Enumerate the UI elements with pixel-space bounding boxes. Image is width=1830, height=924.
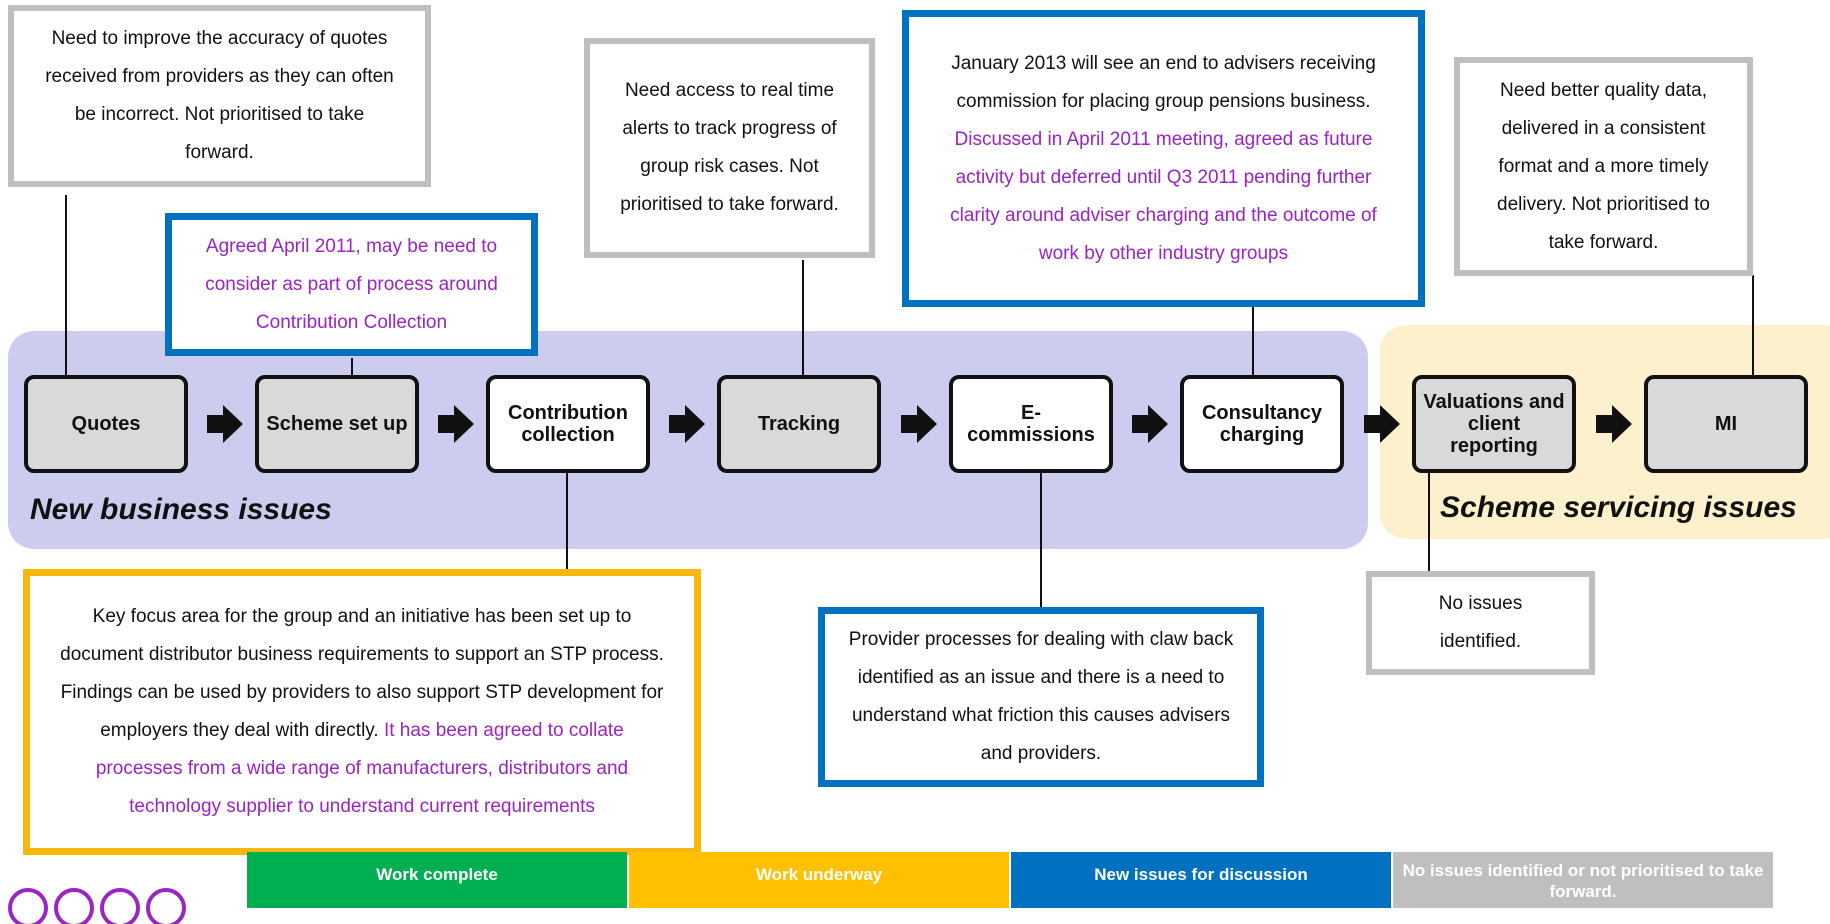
legend-new-issues: New issues for discussion	[1011, 852, 1391, 908]
tpc-logo	[8, 888, 186, 924]
note-contribution-collection: Key focus area for the group and an init…	[23, 569, 701, 855]
step-valuations-and-client-reporting: Valuations and client reporting	[1412, 375, 1576, 473]
step-tracking: Tracking	[717, 375, 881, 473]
note-valuations: No issues identified.	[1366, 571, 1595, 675]
connector-tracking	[802, 260, 804, 375]
connector-valuations	[1428, 473, 1430, 576]
note-tracking: Need access to real time alerts to track…	[584, 38, 875, 258]
note-consultancy-text: January 2013 will see an end to advisers…	[951, 52, 1376, 112]
note-consultancy-charging: January 2013 will see an end to advisers…	[902, 10, 1425, 307]
connector-contribution	[566, 473, 568, 569]
note-contribution-text: Key focus area for the group and an init…	[56, 598, 668, 826]
step-mi: MI	[1644, 375, 1808, 473]
step-scheme-set-up: Scheme set up	[255, 375, 419, 473]
note-e-commissions-text: Provider processes for dealing with claw…	[848, 629, 1234, 764]
note-e-commissions: Provider processes for dealing with claw…	[818, 607, 1264, 787]
legend-work-underway: Work underway	[629, 852, 1009, 908]
step-contribution-collection: Contribution collection	[486, 375, 650, 473]
step-quotes: Quotes	[24, 375, 188, 473]
note-consultancy-highlight: Discussed in April 2011 meeting, agreed …	[950, 128, 1377, 264]
legend-work-complete: Work complete	[247, 852, 627, 908]
new-business-label: New business issues	[30, 493, 332, 526]
note-mi-text: Need better quality data, delivered in a…	[1497, 79, 1710, 253]
scheme-servicing-label: Scheme servicing issues	[1440, 491, 1797, 524]
note-contribution-highlight: It has been agreed to collate processes …	[95, 720, 629, 817]
connector-quotes	[65, 195, 67, 375]
connector-consultancy	[1252, 307, 1254, 375]
connector-e-commissions	[1040, 473, 1042, 609]
note-valuations-text: No issues identified.	[1438, 593, 1523, 652]
note-contribution-main: Key focus area for the group and an init…	[60, 606, 664, 741]
note-quotes-text: Need to improve the accuracy of quotes r…	[45, 28, 394, 163]
connector-mi	[1752, 275, 1754, 375]
note-scheme-setup: Agreed April 2011, may be need to consid…	[165, 213, 538, 356]
legend-no-issues: No issues identified or not prioritised …	[1393, 852, 1773, 908]
connector-scheme-setup	[351, 358, 353, 378]
note-mi: Need better quality data, delivered in a…	[1454, 57, 1753, 276]
note-tracking-text: Need access to real time alerts to track…	[620, 80, 839, 215]
note-scheme-setup-text: Agreed April 2011, may be need to consid…	[205, 235, 498, 333]
step-consultancy-charging: Consultancy charging	[1180, 375, 1344, 473]
step-e-commissions: E-commissions	[949, 375, 1113, 473]
note-quotes: Need to improve the accuracy of quotes r…	[8, 5, 431, 187]
